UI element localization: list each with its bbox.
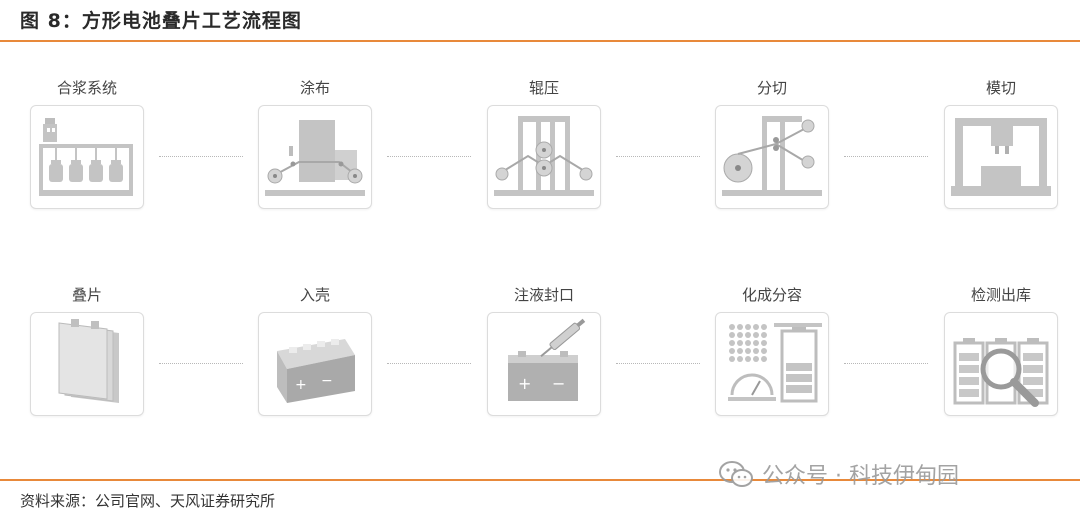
svg-text:+: + bbox=[518, 374, 531, 393]
step-label: 模切 bbox=[985, 79, 1016, 97]
watermark: 公众号 · 科技伊甸园 bbox=[718, 458, 959, 490]
svg-text:−: − bbox=[321, 373, 333, 389]
source-note: 资料来源：公司官网、天风证券研究所 bbox=[20, 492, 276, 510]
step-card bbox=[258, 105, 372, 209]
step-label: 涂布 bbox=[299, 79, 330, 97]
step-label: 辊压 bbox=[528, 79, 559, 97]
die-cutting-icon bbox=[951, 118, 1051, 196]
casing-icon: + − bbox=[277, 339, 355, 403]
step-label: 入壳 bbox=[299, 286, 330, 304]
step-card bbox=[715, 105, 829, 209]
step-label: 叠片 bbox=[71, 286, 102, 304]
electrolyte-injection-icon: + − bbox=[508, 318, 586, 401]
step-card: + − bbox=[487, 312, 601, 416]
step-card bbox=[487, 105, 601, 209]
flow-connector bbox=[159, 156, 243, 157]
step-label: 检测出库 bbox=[970, 286, 1031, 304]
formation-grading-icon bbox=[728, 323, 822, 403]
coating-icon bbox=[265, 120, 365, 196]
flow-connector bbox=[159, 363, 243, 364]
flow-connector bbox=[387, 363, 471, 364]
step-card: + − bbox=[258, 312, 372, 416]
flow-connector bbox=[387, 156, 471, 157]
flow-connector bbox=[616, 363, 700, 364]
step-card bbox=[944, 312, 1058, 416]
step-label: 分切 bbox=[756, 79, 787, 97]
svg-text:+: + bbox=[295, 377, 307, 393]
flow-connector bbox=[844, 363, 928, 364]
slitting-icon bbox=[722, 116, 822, 196]
watermark-text: 公众号 · 科技伊甸园 bbox=[762, 464, 959, 489]
step-card bbox=[30, 105, 144, 209]
step-card bbox=[715, 312, 829, 416]
svg-text:−: − bbox=[552, 374, 565, 393]
rolling-press-icon bbox=[494, 116, 594, 196]
stacking-icon bbox=[58, 319, 119, 403]
bottom-divider bbox=[0, 479, 1080, 481]
wechat-icon bbox=[719, 461, 753, 487]
step-label: 合浆系统 bbox=[56, 79, 117, 97]
step-label: 化成分容 bbox=[741, 286, 802, 304]
flow-connector bbox=[844, 156, 928, 157]
top-divider bbox=[0, 40, 1080, 42]
figure-title: 图 8：方形电池叠片工艺流程图 bbox=[20, 10, 302, 32]
flow-connector bbox=[616, 156, 700, 157]
mixing-system-icon bbox=[39, 118, 133, 196]
step-card bbox=[944, 105, 1058, 209]
step-card bbox=[30, 312, 144, 416]
step-label: 注液封口 bbox=[513, 286, 574, 304]
inspection-icon bbox=[953, 338, 1049, 407]
